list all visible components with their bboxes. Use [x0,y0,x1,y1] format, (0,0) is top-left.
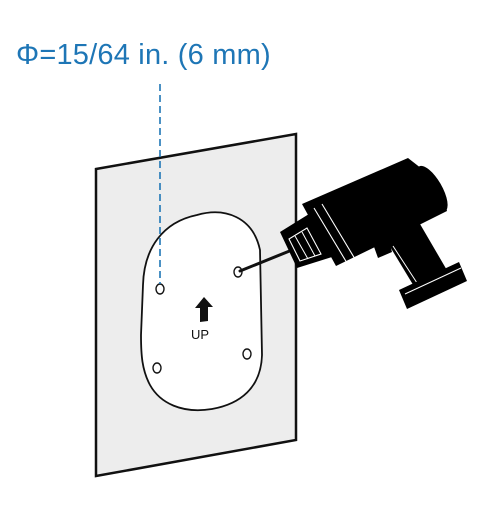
up-label: UP [191,327,210,342]
drill-bit-size-label: Φ=15/64 in. (6 mm) [16,39,271,71]
screw-hole-bottom-right [242,348,252,360]
power-drill-icon [238,158,467,309]
screw-hole-bottom-left [152,362,162,374]
arrow-up-icon [195,297,213,322]
screw-hole-top-left [155,283,165,295]
